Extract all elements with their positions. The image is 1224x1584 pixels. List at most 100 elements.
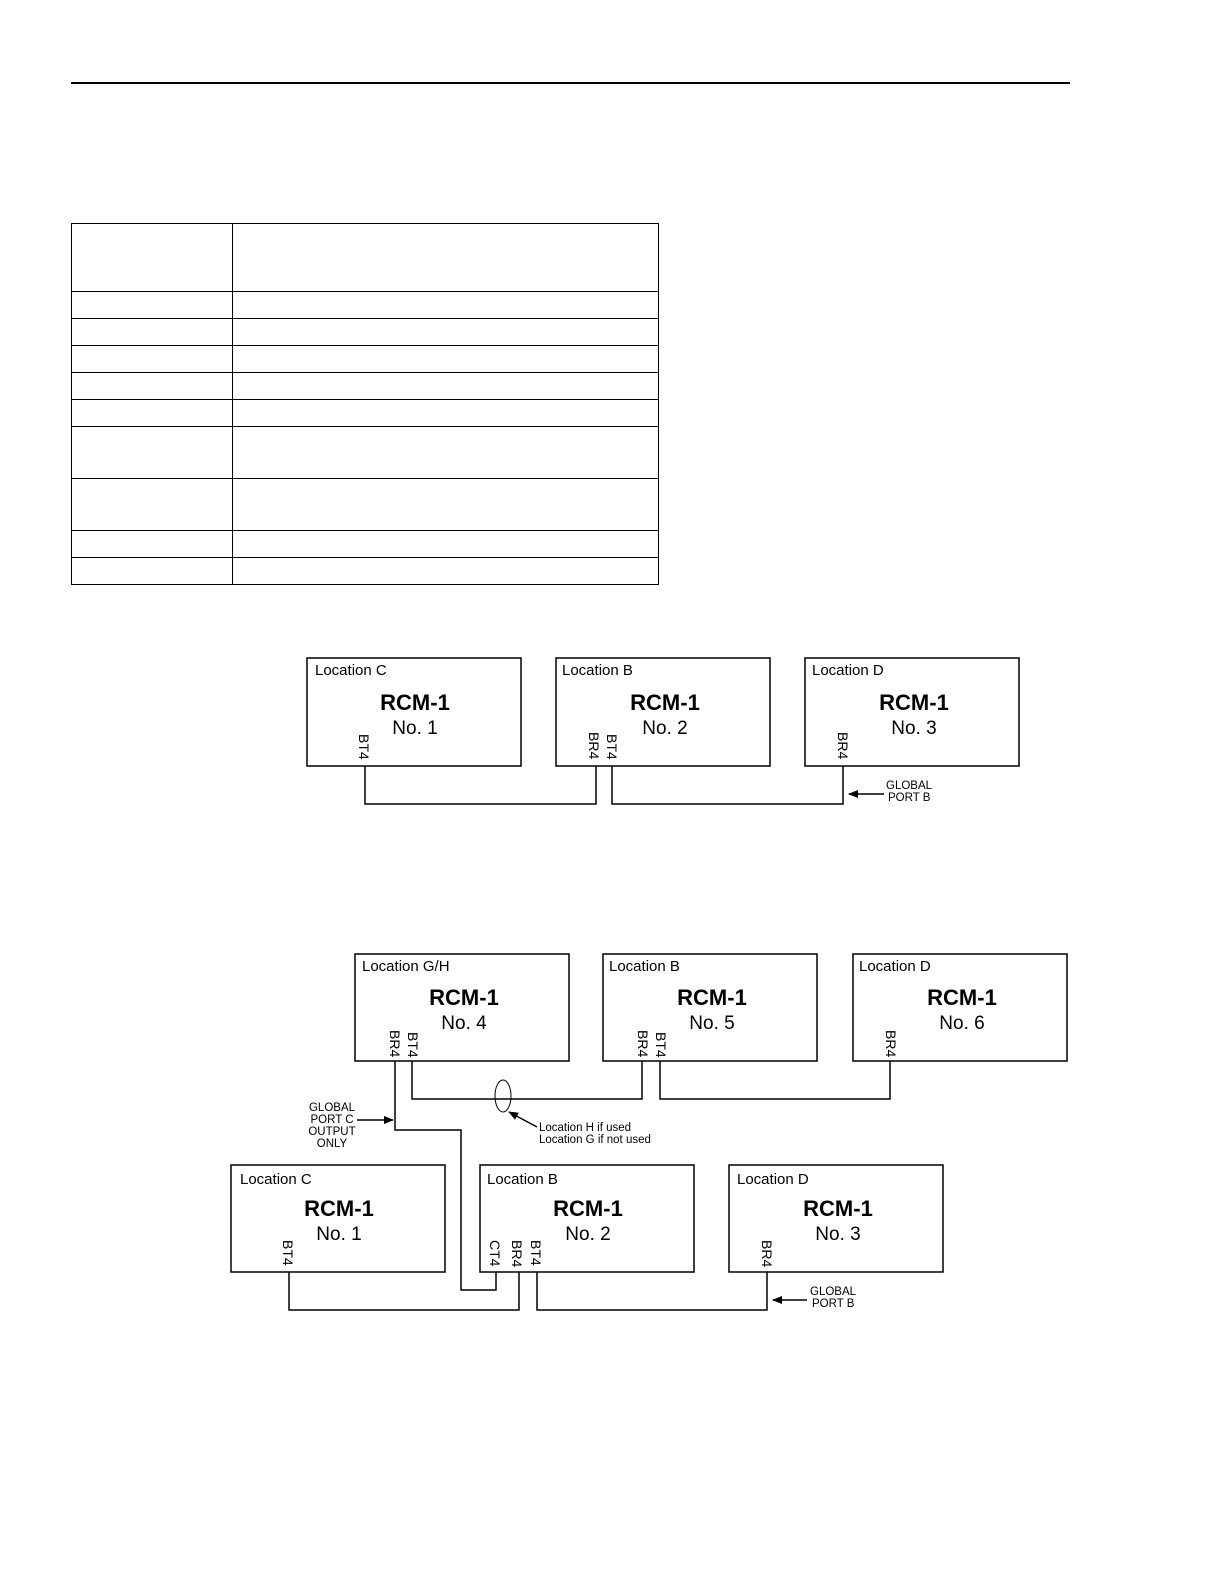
location-label: Location D <box>737 1171 809 1188</box>
rcm-unit-d2-no2: Location B RCM-1 No. 2 CT4 BR4 BT4 <box>479 1164 695 1273</box>
model-label: RCM-1 <box>927 985 997 1010</box>
table-row <box>71 345 659 373</box>
location-label: Location G/H <box>362 958 450 975</box>
rcm-unit-d2-no3: Location D RCM-1 No. 3 BR4 <box>728 1164 944 1273</box>
callout-global-port-c: GLOBAL <box>309 1102 356 1114</box>
port-label: BT4 <box>604 734 620 760</box>
unit-box <box>602 953 818 1062</box>
location-label: Location D <box>859 958 931 975</box>
callout-location-note: Location G if not used <box>539 1134 651 1146</box>
wire-bt4-to-br4 <box>611 766 844 805</box>
unit-box <box>804 657 1020 767</box>
unit-number: No. 2 <box>565 1224 610 1245</box>
diagram-2: Location G/H RCM-1 No. 4 BR4 BT4 Locatio… <box>230 953 1068 1311</box>
table-cell-label <box>71 478 233 531</box>
callout-global-port-c: OUTPUT <box>308 1126 355 1138</box>
location-label: Location C <box>315 662 387 679</box>
unit-box <box>230 1164 446 1273</box>
port-label: BR4 <box>387 1030 403 1057</box>
location-label: Location B <box>562 662 633 679</box>
wire-no1-bt4-to-no2-br4 <box>288 1272 520 1311</box>
table-row <box>71 399 659 427</box>
table-cell-value <box>232 291 659 319</box>
top-rule <box>71 82 1070 84</box>
unit-number: No. 3 <box>891 718 936 739</box>
rcm-unit-d1-no2: Location B RCM-1 No. 2 BR4 BT4 <box>555 657 771 767</box>
rcm-unit-d2-no6: Location D RCM-1 No. 6 BR4 <box>852 953 1068 1062</box>
port-label: BT4 <box>405 1032 421 1058</box>
table-row <box>71 530 659 558</box>
rcm-unit-d1-no3: Location D RCM-1 No. 3 BR4 <box>804 657 1020 767</box>
model-label: RCM-1 <box>630 690 700 715</box>
port-label: BR4 <box>835 732 851 759</box>
port-label: BR4 <box>635 1030 651 1057</box>
callout-global-port-b: GLOBAL <box>810 1286 857 1298</box>
table-cell-label <box>71 318 233 346</box>
port-label: BR4 <box>759 1240 775 1267</box>
table-cell-label <box>71 557 233 585</box>
port-label: BR4 <box>586 732 602 759</box>
port-label: BR4 <box>883 1030 899 1057</box>
unit-box <box>728 1164 944 1273</box>
table-cell-label <box>71 372 233 400</box>
unit-number: No. 4 <box>441 1013 487 1034</box>
unit-number: No. 2 <box>642 718 687 739</box>
port-label: BT4 <box>280 1240 296 1266</box>
port-label: BT4 <box>356 734 372 760</box>
model-label: RCM-1 <box>380 690 450 715</box>
unit-box <box>306 657 522 767</box>
model-label: RCM-1 <box>803 1196 873 1221</box>
port-label: BR4 <box>509 1240 525 1267</box>
unit-box <box>479 1164 695 1273</box>
port-label: BT4 <box>528 1240 544 1266</box>
port-label: BT4 <box>653 1032 669 1058</box>
location-label: Location B <box>487 1171 558 1188</box>
wire-no2-bt4-to-no3-br4 <box>536 1272 768 1311</box>
diagram-1: Location C RCM-1 No. 1 BT4 Location B RC… <box>306 657 1020 805</box>
table-cell-value <box>232 557 659 585</box>
rcm-unit-d2-no1: Location C RCM-1 No. 1 BT4 <box>230 1164 446 1273</box>
callout-global-port-c: ONLY <box>317 1138 348 1150</box>
model-label: RCM-1 <box>677 985 747 1010</box>
rcm-unit-d2-no4: Location G/H RCM-1 No. 4 BR4 BT4 <box>354 953 570 1062</box>
model-label: RCM-1 <box>879 690 949 715</box>
model-label: RCM-1 <box>553 1196 623 1221</box>
wire-bt4-to-br4 <box>364 766 597 805</box>
table-row <box>71 372 659 400</box>
callout-location-note: Location H if used <box>539 1122 631 1134</box>
unit-number: No. 1 <box>392 718 437 739</box>
table-cell-label <box>71 399 233 427</box>
unit-number: No. 1 <box>316 1224 361 1245</box>
rcm-unit-d2-no5: Location B RCM-1 No. 5 BR4 BT4 <box>602 953 818 1062</box>
table-row <box>71 557 659 585</box>
arrow-icon <box>508 1111 538 1128</box>
table-cell-label <box>71 426 233 479</box>
table-row <box>71 291 659 319</box>
unit-number: No. 6 <box>939 1013 984 1034</box>
table-cell-value <box>232 426 659 479</box>
unit-box <box>852 953 1068 1062</box>
wire-no4-bt4-to-no5-br4 <box>411 1061 643 1100</box>
location-label: Location C <box>240 1171 312 1188</box>
wire-no4-br4-to-no2-ct4 <box>394 1061 497 1291</box>
callout-global-port-b: PORT B <box>812 1298 855 1310</box>
callout-global-port-b: GLOBAL <box>886 780 933 792</box>
unit-box <box>555 657 771 767</box>
model-label: RCM-1 <box>304 1196 374 1221</box>
blank-table <box>71 223 659 585</box>
unit-box <box>354 953 570 1062</box>
unit-number: No. 5 <box>689 1013 734 1034</box>
rcm-unit-d1-no1: Location C RCM-1 No. 1 BT4 <box>306 657 522 767</box>
callout-global-port-b: PORT B <box>888 792 931 804</box>
table-cell-value <box>232 530 659 558</box>
table-cell-label <box>71 345 233 373</box>
table-cell-value <box>232 345 659 373</box>
table-cell-value <box>232 478 659 531</box>
wire-no5-bt4-to-no6-br4 <box>659 1061 891 1100</box>
model-label: RCM-1 <box>429 985 499 1010</box>
table-cell-value <box>232 399 659 427</box>
table-row <box>71 478 659 531</box>
callout-global-port-c: PORT C <box>310 1114 353 1126</box>
